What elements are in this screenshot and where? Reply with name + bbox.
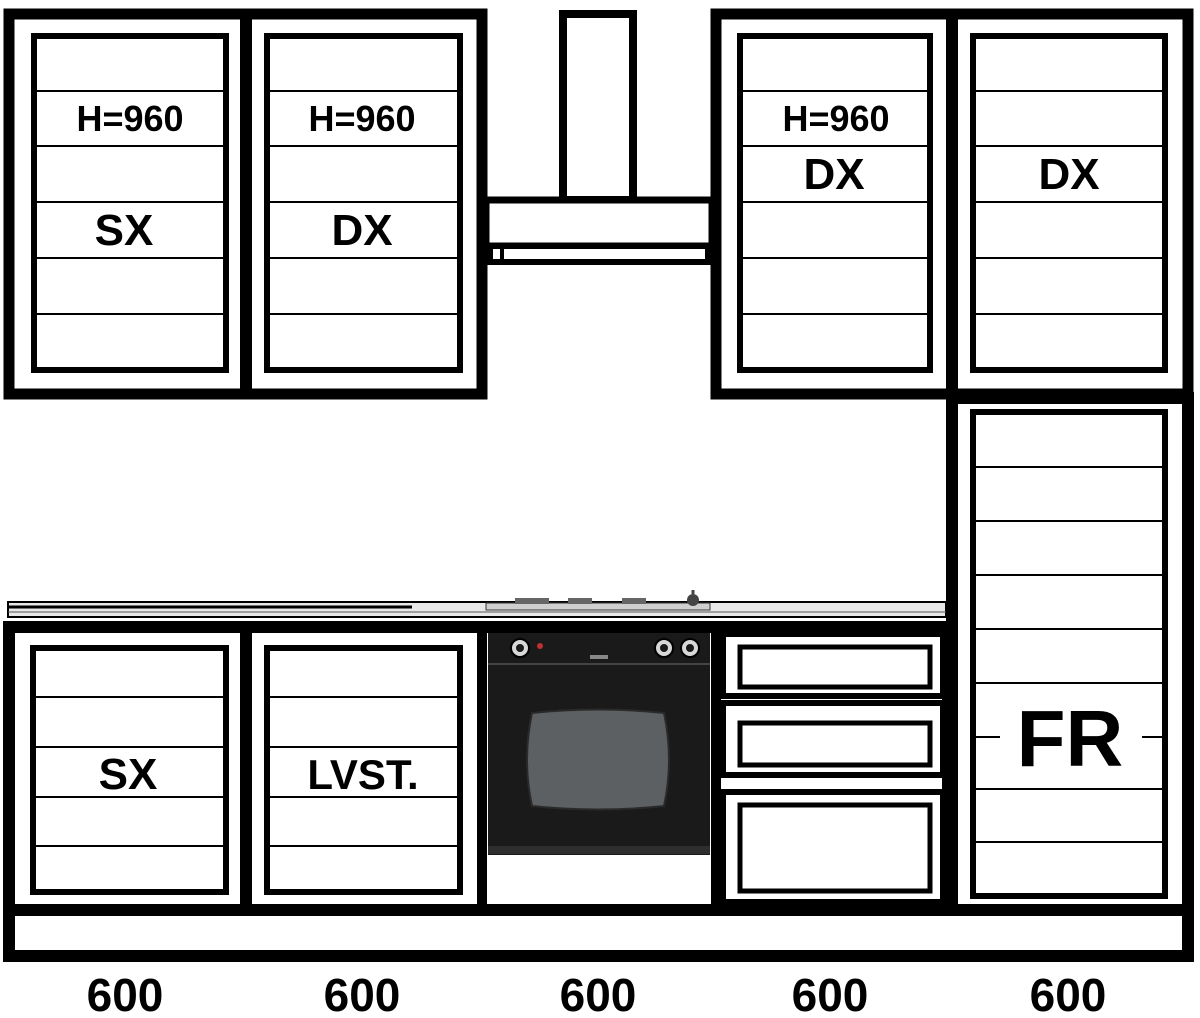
base-cabinet-2: LVST.: [264, 645, 463, 895]
upper-cabinet-3: H=960 DX: [737, 33, 933, 373]
width-label-1: 600: [87, 969, 164, 1018]
width-dimensions: 600 600 600 600 600: [87, 969, 1107, 1018]
base-cabinet-1-label: SX: [99, 750, 158, 799]
upper-cabinet-2-handle: DX: [331, 206, 392, 255]
width-label-4: 600: [792, 969, 869, 1018]
width-label-2: 600: [324, 969, 401, 1018]
upper-cabinet-2-height: H=960: [308, 98, 415, 139]
upper-cabinet-4-handle: DX: [1038, 150, 1099, 199]
oven-indicator-icon: [537, 643, 543, 649]
tall-unit-label: FR: [1017, 694, 1124, 783]
drawer-stack: [720, 631, 946, 905]
upper-cabinet-2: H=960 DX: [264, 33, 463, 373]
gas-hob: [485, 590, 711, 611]
upper-cabinet-3-height: H=960: [782, 98, 889, 139]
upper-cabinet-3-handle: DX: [803, 150, 864, 199]
countertop: [7, 601, 947, 618]
plinth: [3, 904, 1194, 962]
base-cabinet-1: SX: [30, 645, 229, 895]
oven-window: [526, 708, 670, 811]
width-label-3: 600: [560, 969, 637, 1018]
upper-cabinet-1: H=960 SX: [31, 33, 229, 373]
upper-cabinet-4: DX: [970, 33, 1168, 373]
oven-display-icon: [590, 655, 608, 659]
upper-cabinet-1-height: H=960: [76, 98, 183, 139]
oven: [488, 633, 710, 855]
range-hood: [482, 10, 716, 265]
tall-fridge-unit: FR: [946, 392, 1194, 916]
upper-cabinet-1-handle: SX: [95, 206, 154, 255]
base-cabinet-2-label: LVST.: [307, 751, 418, 798]
width-label-5: 600: [1030, 969, 1107, 1018]
